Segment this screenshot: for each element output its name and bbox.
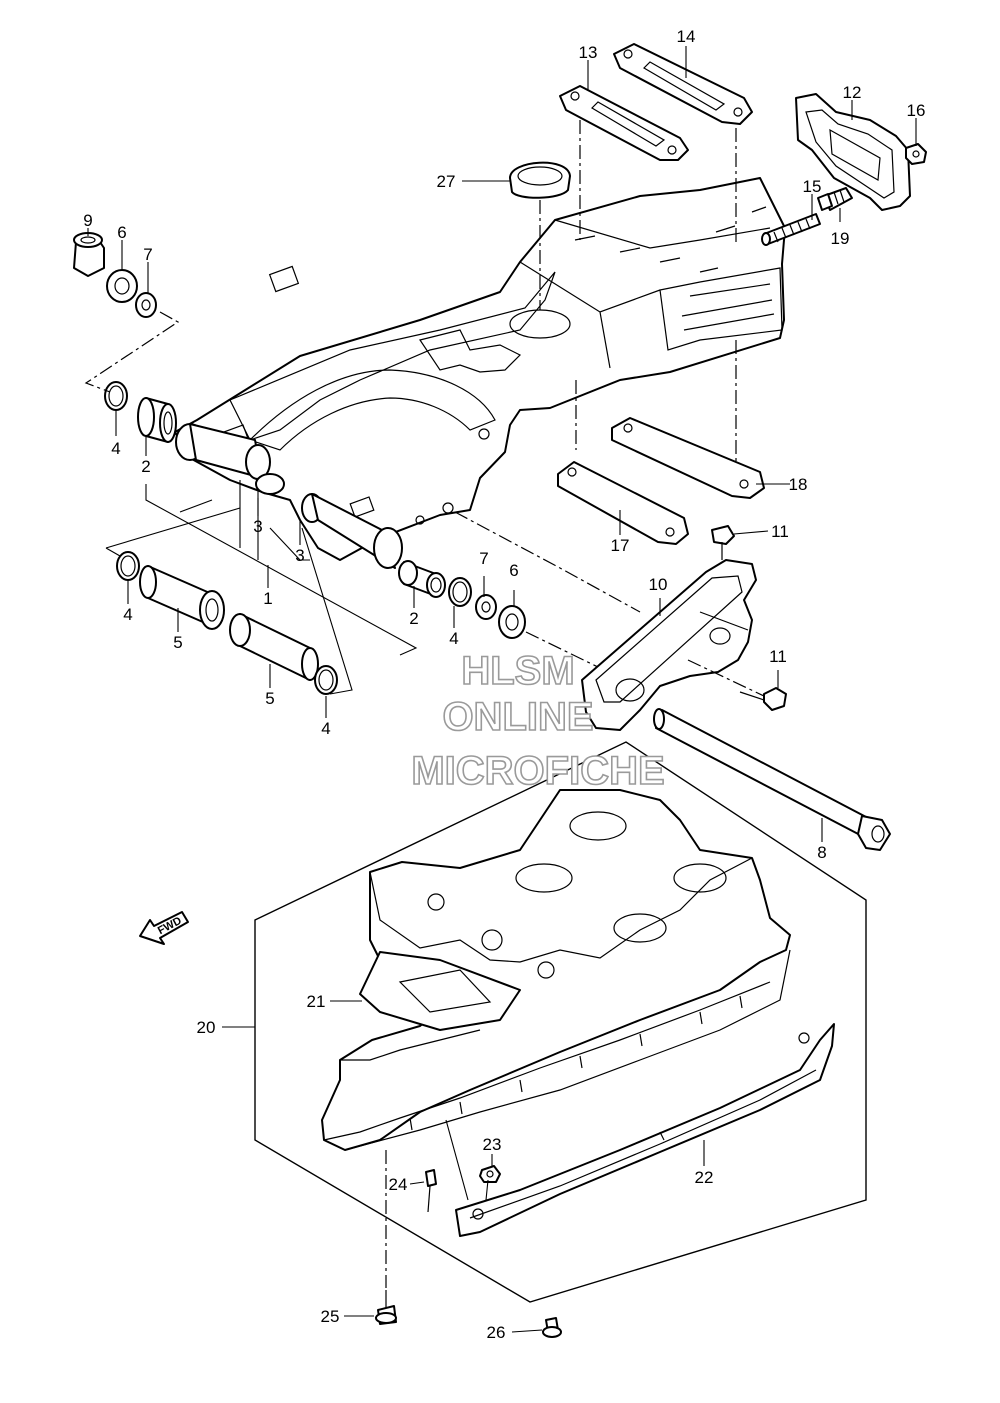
bearing-part-2-lower	[398, 560, 446, 598]
nut-part-16	[905, 143, 927, 165]
watermark-line-2: ONLINE	[442, 695, 593, 739]
callout-18: 18	[789, 475, 808, 494]
bolt-part-11-top	[711, 525, 735, 560]
callout-2: 2	[409, 609, 418, 628]
gasket-part-13	[559, 85, 689, 161]
callout-10: 10	[649, 575, 668, 594]
nut-part-23	[479, 1165, 501, 1183]
callout-1: 1	[263, 589, 272, 608]
callout-22: 22	[695, 1168, 714, 1187]
pad-part-21	[359, 951, 521, 1031]
bolt-part-11-right	[739, 687, 787, 711]
bolt-part-26	[542, 1317, 562, 1338]
seal-part-4-upper-left	[104, 381, 128, 411]
callout-17: 17	[611, 536, 630, 555]
watermark-line-3: MICROFICHE	[411, 749, 664, 793]
plate-part-18	[611, 417, 765, 499]
callout-11: 11	[769, 647, 787, 666]
callout-4: 4	[321, 719, 330, 738]
callout-7: 7	[479, 549, 488, 568]
washer-part-6-top	[106, 269, 138, 303]
fwd-label: FWD	[156, 915, 184, 937]
callout-26: 26	[487, 1323, 506, 1342]
gasket-part-14	[613, 43, 753, 125]
callout-4: 4	[123, 605, 132, 624]
spring-part-19	[817, 187, 853, 211]
callout-15: 15	[803, 177, 822, 196]
plate-part-17	[557, 461, 689, 545]
callout-20: 20	[197, 1018, 216, 1037]
callout-8: 8	[817, 843, 826, 862]
callout-27: 27	[437, 172, 456, 191]
callout-6: 6	[117, 223, 126, 242]
callout-24: 24	[389, 1175, 408, 1194]
callout-4: 4	[111, 439, 120, 458]
fwd-arrow-icon: FWD	[139, 911, 189, 945]
cap-part-27	[509, 161, 571, 199]
seal-part-4-right	[448, 577, 472, 607]
callout-13: 13	[579, 43, 598, 62]
bolt-part-8	[653, 708, 891, 851]
callout-21: 21	[307, 992, 326, 1011]
rail-part-22	[455, 1023, 835, 1237]
washer-part-7-top	[135, 292, 157, 318]
collar-part-5-a	[139, 565, 225, 630]
washer-part-7-right	[475, 594, 497, 620]
bearing-part-2-upper	[137, 397, 177, 443]
cover-plate-part-12	[795, 93, 911, 211]
bolt-part-25	[375, 1290, 397, 1325]
callout-labels: 9 6 7 13 14 12 16 27 15 19 4 2 3 3 1 18 …	[83, 27, 925, 1342]
callout-19: 19	[831, 229, 850, 248]
watermark: HLSM ONLINE MICROFICHE	[411, 648, 666, 794]
callout-7: 7	[143, 245, 152, 264]
assembly-box-part-20	[254, 741, 867, 1303]
seal-part-4-lower-left-b	[314, 665, 338, 695]
callout-3: 3	[253, 517, 262, 536]
callout-9: 9	[83, 211, 92, 230]
callout-3: 3	[295, 546, 304, 565]
bracket-part-10	[581, 559, 757, 731]
callout-4: 4	[449, 629, 458, 648]
leader-lines	[87, 46, 917, 1333]
callout-25: 25	[321, 1307, 340, 1326]
bolt-part-15	[761, 213, 821, 246]
engine-mount-part-20	[321, 789, 791, 1151]
collar-part-5-b	[229, 613, 319, 681]
callout-5: 5	[265, 689, 274, 708]
callout-11: 11	[771, 522, 789, 541]
callout-6: 6	[509, 561, 518, 580]
watermark-line-1: HLSM	[461, 649, 574, 693]
callout-5: 5	[173, 633, 182, 652]
nut-part-9	[73, 232, 105, 277]
callout-14: 14	[677, 27, 696, 46]
callout-23: 23	[483, 1135, 502, 1154]
callout-2: 2	[141, 457, 150, 476]
swingarm-part-1	[174, 177, 786, 569]
washer-part-6-right	[498, 605, 526, 639]
callout-16: 16	[907, 101, 926, 120]
rivet-part-24	[425, 1169, 437, 1213]
seal-part-4-lower-left-a	[116, 551, 140, 581]
callout-12: 12	[843, 83, 862, 102]
